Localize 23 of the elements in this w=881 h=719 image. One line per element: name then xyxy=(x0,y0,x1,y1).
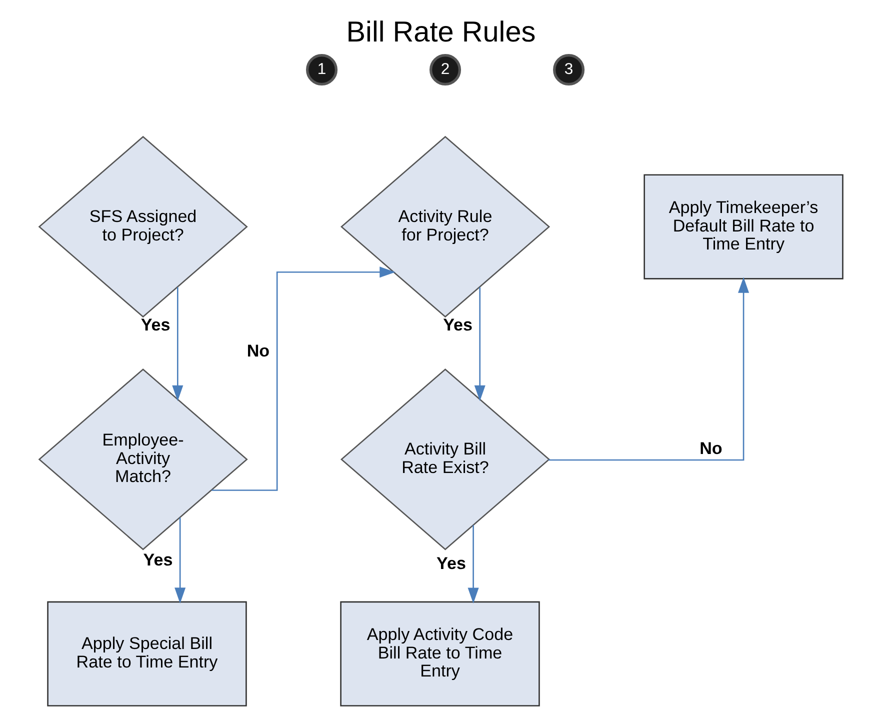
edge-label: Yes xyxy=(140,316,170,335)
node-box: Apply Special Bill Rate to Time Entry xyxy=(46,601,246,706)
arrow xyxy=(474,287,485,402)
diagram-title: Bill Rate Rules xyxy=(346,16,536,49)
node-diamond: Employee- Activity Match? xyxy=(38,368,248,550)
node-box: Apply Activity Code Bill Rate to Time Entry xyxy=(340,601,540,706)
node-diamond: SFS Assigned to Project? xyxy=(38,136,248,318)
arrow xyxy=(467,525,478,604)
edge-label: Yes xyxy=(442,316,472,335)
node-circle: 2 xyxy=(429,54,461,86)
node-circle: 1 xyxy=(306,54,338,86)
edge-label: Yes xyxy=(436,554,466,574)
edge-label: No xyxy=(246,341,270,360)
edge-label: No xyxy=(699,438,722,458)
arrow xyxy=(172,287,183,402)
node-box: Apply Timekeeper’s Default Bill Rate to Time Entry xyxy=(643,174,843,280)
arrow xyxy=(174,518,186,604)
node-diamond: Activity Rule for Project? xyxy=(340,136,550,318)
edge-label: Yes xyxy=(142,550,172,570)
arrow xyxy=(548,277,749,461)
arrow xyxy=(211,266,395,491)
node-diamond: Activity Bill Rate Exist? xyxy=(340,368,550,550)
node-circle: 3 xyxy=(552,54,584,86)
